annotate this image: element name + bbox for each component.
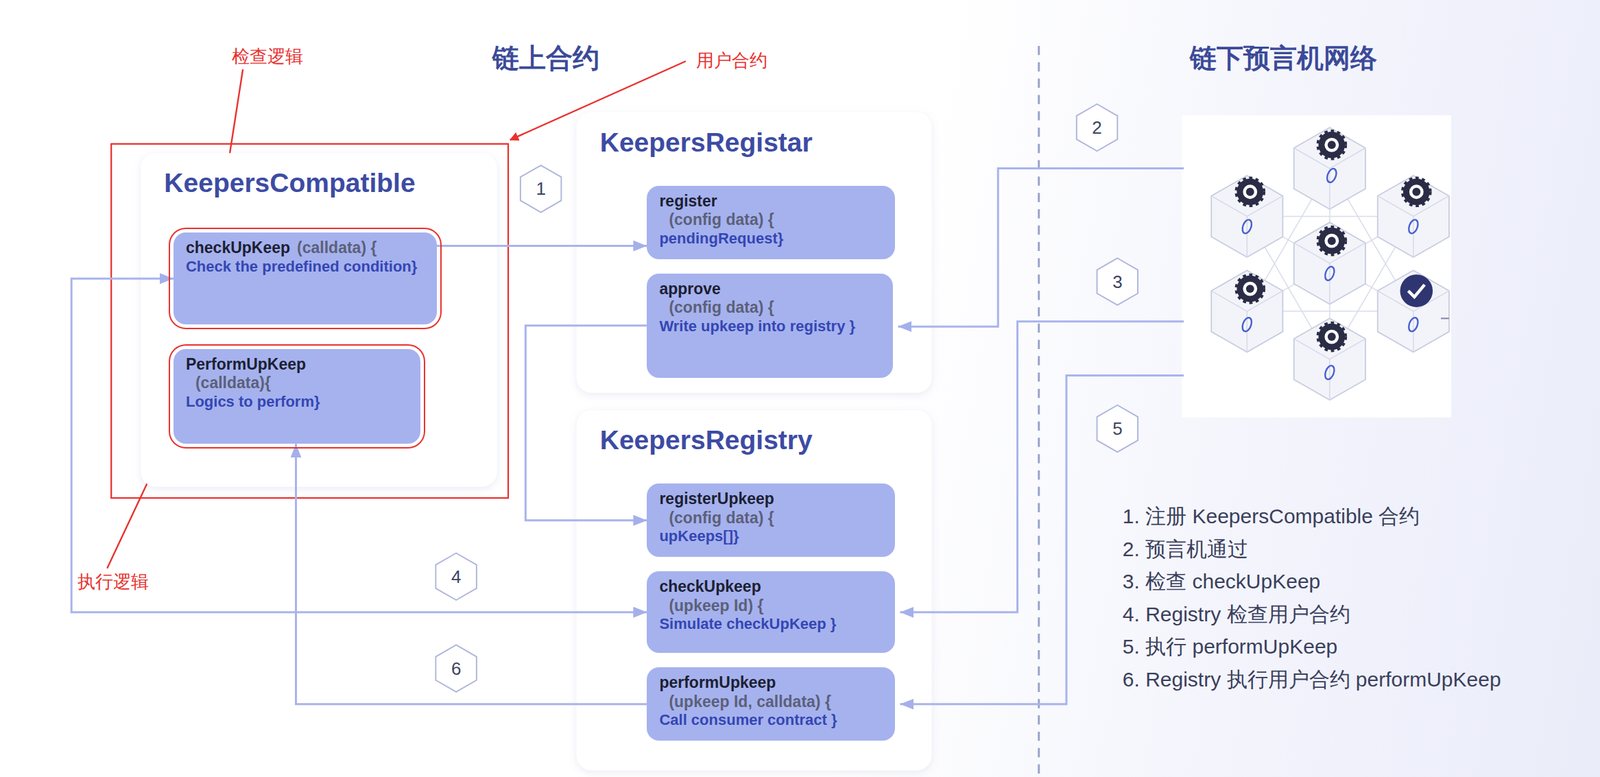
callout-number: 3 xyxy=(1112,270,1122,293)
divider-line xyxy=(1037,45,1040,777)
oracle-network-illustration xyxy=(1294,127,1366,210)
function-name: register xyxy=(659,192,883,212)
step-note: 1. 注册 KeepersCompatible 合约 xyxy=(1122,502,1421,531)
callout-number: 1 xyxy=(535,178,546,200)
connector xyxy=(71,278,647,613)
function-name: checkUpKeep xyxy=(185,238,291,257)
callout-hexagon xyxy=(435,644,477,692)
oracle-network-illustration xyxy=(1323,364,1336,381)
contract-panel: KeepersCompatible checkUpKeep(calldata) {… xyxy=(140,152,497,487)
function-box: PerformUpKeep(calldata){Logics to perfor… xyxy=(173,349,421,444)
annotation: 检查逻辑 xyxy=(231,43,304,68)
oracle-network-illustration xyxy=(1377,270,1450,352)
section-heading: 链下预言机网络 xyxy=(1189,39,1378,77)
function-name: registerUpkeep xyxy=(659,489,883,509)
function-box: registerUpkeep(config data) {upKeeps[]} xyxy=(646,483,895,557)
function-box: approve(config data) {Write upkeep into … xyxy=(646,273,893,378)
annotation: 用户合约 xyxy=(696,48,768,73)
oracle-network-illustration xyxy=(1440,317,1450,319)
function-params: (config data) { xyxy=(659,210,883,230)
function-params: (config data) { xyxy=(659,508,883,529)
oracle-network-illustration xyxy=(1318,227,1345,255)
oracle-network-illustration xyxy=(1181,115,1452,417)
step-note: 6. Registry 执行用户合约 performUpKeep xyxy=(1122,665,1502,695)
oracle-network-illustration xyxy=(1236,275,1264,303)
oracle-network-illustration xyxy=(1407,218,1420,236)
callout-number: 2 xyxy=(1091,117,1102,139)
step-note: 2. 预言机通过 xyxy=(1122,534,1249,564)
callout-number: 5 xyxy=(1112,417,1122,439)
function-box: performUpkeep(upkeep Id, calldata) {Call… xyxy=(646,667,895,741)
callout-hexagon xyxy=(435,553,477,601)
step-note: 3. 检查 checkUpKeep xyxy=(1122,567,1321,596)
function-params: (calldata){ xyxy=(185,373,409,393)
panel-background xyxy=(140,152,497,487)
oracle-network-illustration xyxy=(1240,316,1253,333)
connector xyxy=(296,443,648,704)
panel-title: KeepersRegistar xyxy=(600,127,909,158)
oracle-network-illustration xyxy=(1294,318,1366,400)
function-box: checkUpKeep(calldata) {Check the predefi… xyxy=(173,232,437,325)
oracle-network-illustration xyxy=(1211,175,1283,258)
oracle-network-illustration xyxy=(1318,323,1345,351)
oracle-network-illustration xyxy=(1240,218,1253,236)
callout-hexagon xyxy=(435,104,1138,692)
callout-hexagon xyxy=(1097,257,1139,305)
callout-hexagon xyxy=(520,165,562,212)
function-params: (config data) { xyxy=(659,298,881,318)
oracle-network-illustration xyxy=(1403,178,1430,206)
function-body: Logics to perform} xyxy=(185,392,409,411)
oracle-network-illustration xyxy=(1323,265,1336,282)
connector xyxy=(525,325,647,521)
oracle-network-illustration xyxy=(1400,274,1434,308)
section-heading: 链上合约 xyxy=(492,39,600,77)
oracle-network-illustration xyxy=(1377,175,1450,258)
step-note: 4. Registry 检查用户合约 xyxy=(1122,600,1351,629)
panel-background xyxy=(576,112,933,393)
callout-number: 6 xyxy=(451,657,461,679)
function-name: PerformUpKeep xyxy=(185,355,409,375)
oracle-network-illustration xyxy=(1407,316,1420,333)
function-body: upKeeps[]} xyxy=(659,527,883,546)
function-body: pendingRequest} xyxy=(659,229,883,248)
connector xyxy=(436,244,648,247)
function-box: checkUpkeep(upkeep Id) {Simulate checkUp… xyxy=(646,571,895,653)
callout-hexagon xyxy=(1076,104,1118,151)
function-params: (upkeep Id, calldata) { xyxy=(659,692,883,712)
oracle-link xyxy=(899,321,1184,613)
panel-background xyxy=(576,410,933,771)
panel-title: KeepersRegistry xyxy=(600,425,909,456)
annotation: 执行逻辑 xyxy=(77,569,149,594)
function-name: approve xyxy=(659,279,881,300)
oracle-network-illustration xyxy=(1318,131,1345,159)
function-name: checkUpkeep xyxy=(659,577,883,597)
callout-number: 4 xyxy=(451,565,461,588)
function-body: Write upkeep into registry } xyxy=(659,317,881,336)
panel-background xyxy=(140,112,932,771)
contract-panel: KeepersRegistry registerUpkeep(config dat… xyxy=(576,410,933,771)
function-params: (calldata) { xyxy=(290,238,377,257)
step-note: 5. 执行 performUpKeep xyxy=(1122,633,1338,662)
function-body: Call consumer contract } xyxy=(659,711,883,730)
function-box: register(config data) {pendingRequest} xyxy=(646,185,895,260)
oracle-network-illustration xyxy=(1181,115,1452,417)
highlight-frame xyxy=(111,144,509,498)
oracle-network-illustration xyxy=(1211,270,1283,352)
callout-hexagon xyxy=(1097,405,1139,452)
function-body: Simulate checkUpKeep } xyxy=(659,615,883,634)
oracle-network-illustration xyxy=(1407,284,1425,297)
function-params: (upkeep Id) { xyxy=(659,596,883,616)
function-body: Check the predefined condition} xyxy=(185,257,425,276)
oracle-network-illustration xyxy=(1294,222,1366,304)
oracle-link xyxy=(897,168,1184,328)
contract-panel: KeepersRegistarregister(config data) {pe… xyxy=(576,112,933,393)
oracle-network-illustration xyxy=(1325,167,1339,184)
panel-title: KeepersCompatible xyxy=(163,168,474,199)
function-name: performUpkeep xyxy=(659,673,883,693)
oracle-network-illustration xyxy=(1236,178,1264,206)
